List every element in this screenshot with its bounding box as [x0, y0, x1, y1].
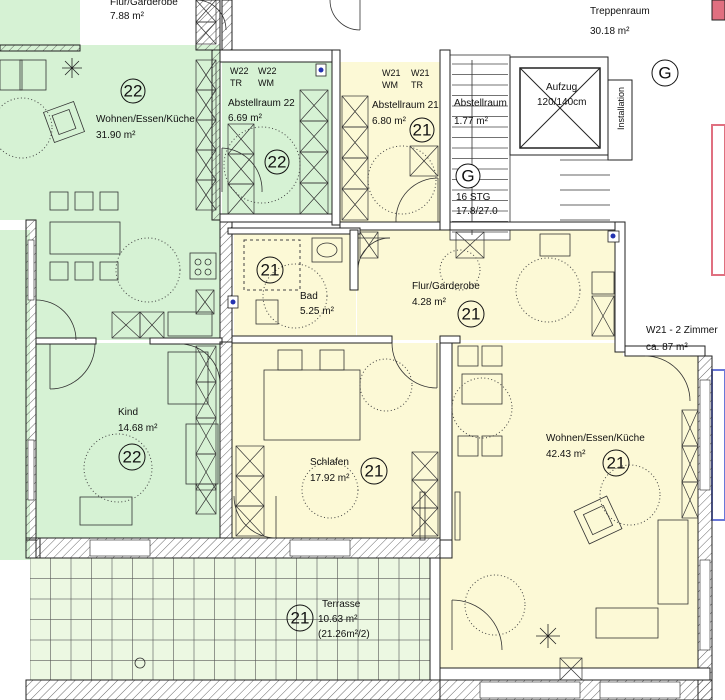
label-wohnen-21-area: 42.43 m² — [546, 449, 586, 460]
label-garderobe-22-name: Flur/Garderobe — [110, 0, 178, 8]
label-abstellraum-name: Abstellraum — [454, 98, 507, 109]
shelf-unit — [341, 188, 369, 221]
label-abstell-22-name: Abstellraum 22 — [228, 98, 295, 109]
label-garderobe-22-area: 7.88 m² — [110, 11, 145, 22]
label-terrasse-note: (21.26m²/2) — [318, 629, 370, 640]
label-abstell-21-tag4: TR — [411, 80, 423, 90]
label-abstell-21-tag2: WM — [382, 80, 398, 90]
shelf-unit — [299, 182, 329, 215]
balcony-strip — [0, 230, 30, 560]
furniture — [0, 58, 689, 669]
label-abstell-21-tag3: W21 — [411, 68, 430, 78]
accent-wall-top — [711, 0, 725, 21]
label-schlafen-area: 17.92 m² — [310, 473, 350, 484]
label-stair-steps: 16 STG — [456, 192, 491, 203]
label-aufzug-name: Aufzug — [546, 82, 577, 93]
unit-badge-kind: 22 — [123, 448, 142, 467]
shelf-unit — [227, 183, 255, 215]
label-wohnen-21-name: Wohnen/Essen/Küche — [546, 433, 645, 444]
label-installation: Installation — [616, 87, 626, 130]
label-abstell-22-tag2: TR — [230, 78, 242, 88]
shelf-unit — [195, 21, 217, 45]
label-kind-name: Kind — [118, 407, 138, 418]
terrace-tile-grid — [30, 558, 440, 680]
shelf-unit — [455, 231, 485, 259]
unit-badge-terrasse: 21 — [291, 609, 310, 628]
shelf-unit — [341, 157, 369, 190]
label-aufzug-size: 120/140cm — [537, 97, 586, 108]
label-flur-21-name: Flur/Garderobe — [412, 281, 480, 292]
label-kind-area: 14.68 m² — [118, 423, 158, 434]
shelf-unit — [195, 179, 217, 211]
label-terrasse-name: Terrasse — [322, 599, 361, 610]
label-stair-ratio: 17.8/27.0 — [456, 206, 498, 217]
label-abstell-22-tag4: WM — [258, 78, 274, 88]
unit-badge-abstell-22: 22 — [268, 153, 287, 172]
unit-badge-treppenraum: G — [658, 64, 671, 83]
room-wohnen-22 — [0, 45, 220, 220]
shelf-unit — [591, 295, 615, 337]
unit-badge-stair: G — [461, 167, 474, 186]
unit-badge-wohnen-21: 21 — [607, 454, 626, 473]
room-schlafen — [232, 343, 440, 538]
unit-badge-flur-21: 21 — [462, 305, 481, 324]
room-garderobe-22 — [0, 0, 80, 45]
label-wohnen-22-name: Wohnen/Essen/Küche — [96, 114, 195, 125]
room-flur-21 — [357, 230, 623, 340]
label-terrasse-area: 10.63 m² — [318, 614, 358, 625]
shelf-unit — [409, 145, 439, 177]
label-apartment-name: W21 - 2 Zimmer — [646, 325, 718, 336]
label-flur-21-area: 4.28 m² — [412, 297, 447, 308]
label-abstellraum-area: 1.77 m² — [454, 116, 489, 127]
shelf-unit — [195, 289, 215, 315]
label-abstell-21-name: Abstellraum 21 — [372, 100, 439, 111]
unit-badge-schlafen: 21 — [365, 462, 384, 481]
shelf-unit — [359, 231, 379, 259]
installation-shaft — [607, 79, 633, 161]
label-abstell-22-tag1: W22 — [230, 66, 249, 76]
room-bad — [234, 230, 356, 338]
labels: Flur/Garderobe 7.88 m² 22 Wohnen/Essen/K… — [96, 0, 718, 640]
unit-badge-bad: 21 — [261, 261, 280, 280]
stair-steps-right — [560, 159, 610, 221]
label-wohnen-22-area: 31.90 m² — [96, 130, 136, 141]
label-abstell-22-tag3: W22 — [258, 66, 277, 76]
label-abstell-21-tag1: W21 — [382, 68, 401, 78]
label-bad-name: Bad — [300, 291, 318, 302]
label-abstell-21-area: 6.80 m² — [372, 116, 407, 127]
room-fills — [0, 0, 698, 680]
accent-wall-mid — [711, 124, 725, 276]
storage-shelves — [111, 0, 699, 681]
label-schlafen-name: Schlafen — [310, 457, 349, 468]
label-apartment-area: ca. 87 m² — [646, 342, 688, 353]
label-treppenraum-area: 30.18 m² — [590, 26, 630, 37]
label-bad-area: 5.25 m² — [300, 306, 335, 317]
unit-badge-abstell-21: 21 — [413, 121, 432, 140]
room-kind — [36, 343, 220, 538]
label-abstell-22-area: 6.69 m² — [228, 113, 263, 124]
unit-badge-wohnen-22: 22 — [124, 82, 143, 101]
doors — [35, 0, 691, 651]
shelf-unit — [559, 657, 583, 681]
accent-wall-low — [711, 369, 725, 521]
room-wohnen-21 — [440, 343, 698, 670]
label-treppenraum-name: Treppenraum — [590, 6, 650, 17]
shelf-unit — [235, 505, 265, 537]
shelf-unit — [681, 481, 699, 519]
shelf-unit — [139, 311, 165, 339]
